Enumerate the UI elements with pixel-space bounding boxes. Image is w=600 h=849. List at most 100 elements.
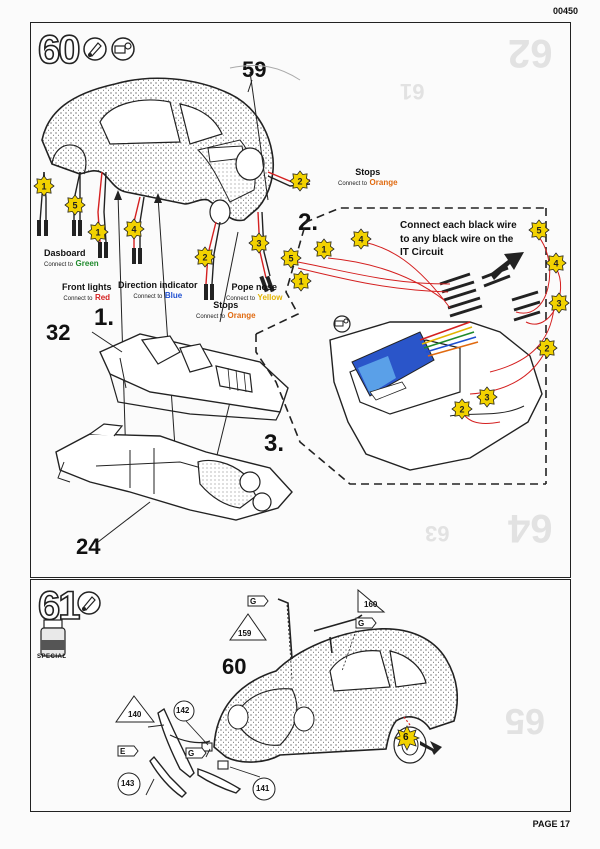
wire-marker-2-label: 2 xyxy=(297,177,302,187)
detail-marker-5-label: 5 xyxy=(536,226,541,236)
detail-marker-4-label: 4 xyxy=(358,235,363,245)
detail-connector-icon xyxy=(333,315,351,333)
part-142: 142 xyxy=(176,706,190,715)
label-stops-top-prefix: Connect to xyxy=(338,181,368,188)
sequence-step-1: 1. xyxy=(94,304,115,331)
wire-marker-1: 1 xyxy=(33,175,55,197)
step-60-number: 60 xyxy=(37,28,81,72)
label-front-lights-prefix: Connect to xyxy=(63,296,93,303)
detail-marker-4: 4 xyxy=(545,252,567,274)
part-callout-60: 60 xyxy=(222,654,247,679)
part-callout-59: 59 xyxy=(242,57,267,82)
step-60-panel xyxy=(30,22,571,578)
detail-marker-1-label: 1 xyxy=(298,277,303,287)
interior-tub xyxy=(99,333,289,421)
wire-marker-5-label: 5 xyxy=(72,201,77,211)
wire-marker-1-label: 1 xyxy=(95,228,100,238)
wire-marker-5: 5 xyxy=(64,194,86,216)
wire-marker-3-label: 3 xyxy=(256,239,261,249)
label-stops-top-color: Orange xyxy=(369,178,398,188)
step-61-panel xyxy=(30,579,571,812)
leader-59 xyxy=(247,79,253,93)
circuit-colored-wires xyxy=(419,321,479,357)
part-callout-32: 32 xyxy=(46,320,71,345)
sprue-g-right: G xyxy=(358,619,365,628)
part-143: 143 xyxy=(121,779,135,788)
insertion-arrow xyxy=(490,252,524,280)
paint-pot-icon xyxy=(40,619,66,657)
label-dashboard-prefix: Connect to xyxy=(44,262,74,269)
sequence-step-2: 2. xyxy=(298,209,319,236)
detail-marker-4-label: 4 xyxy=(553,259,558,269)
part-140: 140 xyxy=(128,710,142,719)
chassis-floorpan xyxy=(55,423,293,521)
detail-marker-1-label: 1 xyxy=(321,245,326,255)
label-stops-top-title: Stops xyxy=(355,167,381,177)
assembly-guide-lines xyxy=(117,193,239,493)
label-pope-nose-color: Yellow xyxy=(257,293,283,303)
arrow-up-1 xyxy=(114,190,122,200)
part-159: 159 xyxy=(238,629,252,638)
detail-marker-2: 2 xyxy=(536,337,558,359)
page-number: PAGE 17 xyxy=(532,819,570,829)
detail-front-interior xyxy=(329,266,543,471)
detail-marker-1: 1 xyxy=(313,238,335,260)
front-bumpers xyxy=(149,707,242,798)
wire-marker-1-label: 1 xyxy=(41,182,46,192)
document-code: 00450 xyxy=(552,6,578,16)
wire-connectors xyxy=(37,220,275,300)
label-dashboard: Dasboard Connect to Green xyxy=(44,248,99,269)
sprue-g-top: G xyxy=(250,597,257,606)
detail-marker-3: 3 xyxy=(476,386,498,408)
label-dashboard-color: Green xyxy=(75,259,99,269)
detail-marker-5: 5 xyxy=(280,247,302,269)
wire-marker-4-label: 4 xyxy=(131,225,136,235)
step-60-illustration xyxy=(37,65,561,543)
label-stops-top: Stops Connect to Orange xyxy=(338,167,398,188)
part-141: 141 xyxy=(256,784,270,793)
label-direction-prefix: Connect to xyxy=(133,294,163,301)
label-front-lights: Front lights Connect to Red xyxy=(62,282,112,303)
label-front-lights-title: Front lights xyxy=(62,282,112,292)
sprue-g-bottom: G xyxy=(188,749,195,758)
label-dashboard-title: Dasboard xyxy=(44,248,86,258)
blue-highlight xyxy=(358,356,396,394)
black-connector-stubs xyxy=(439,266,541,322)
glue-tube-icon xyxy=(77,591,101,615)
sprue-e: E xyxy=(120,747,126,756)
detail-marker-5: 5 xyxy=(528,219,550,241)
step-61-illustration xyxy=(145,598,459,798)
leader-24 xyxy=(97,501,151,543)
label-stops-bottom-prefix: Connect to xyxy=(196,314,226,321)
note-line-2: to any black wire on the xyxy=(400,233,514,245)
glue-and-wire-icons xyxy=(83,37,135,61)
detail-marker-3-label: 3 xyxy=(484,393,489,403)
wire-marker-2-label: 2 xyxy=(202,253,207,263)
detail-marker-2-label: 2 xyxy=(544,344,549,354)
marker-6-burst xyxy=(394,725,420,751)
detail-marker-4: 4 xyxy=(350,228,372,250)
detail-boundary-bottom xyxy=(255,334,546,485)
it-circuit-note: Connect each black wire to any black wir… xyxy=(400,219,517,260)
label-stops-bottom-title: Stops xyxy=(213,300,239,310)
wire-marker-3: 3 xyxy=(248,232,270,254)
glue-tube-icon xyxy=(83,37,107,61)
paint-label: SPECIAL xyxy=(37,654,67,660)
label-pope-nose-prefix: Connect to xyxy=(226,296,256,303)
detail-marker-2: 2 xyxy=(451,398,473,420)
label-pope-nose-title: Pope nose xyxy=(231,282,277,292)
sequence-step-3: 3. xyxy=(264,430,285,457)
connector-icon xyxy=(111,37,135,61)
label-direction-color: Blue xyxy=(164,291,183,301)
detail-marker-1: 1 xyxy=(290,270,312,292)
leader-32 xyxy=(91,331,123,353)
part-callout-24: 24 xyxy=(76,534,101,559)
label-pope-nose: Pope nose Connect to Yellow xyxy=(226,282,282,303)
wire-marker-2: 2 xyxy=(289,170,311,192)
label-stops-bottom-color: Orange xyxy=(227,311,256,321)
label-stops-bottom: Stops Connect to Orange xyxy=(196,300,256,321)
part-160: 160 xyxy=(364,600,378,609)
part-leaders xyxy=(145,720,261,796)
